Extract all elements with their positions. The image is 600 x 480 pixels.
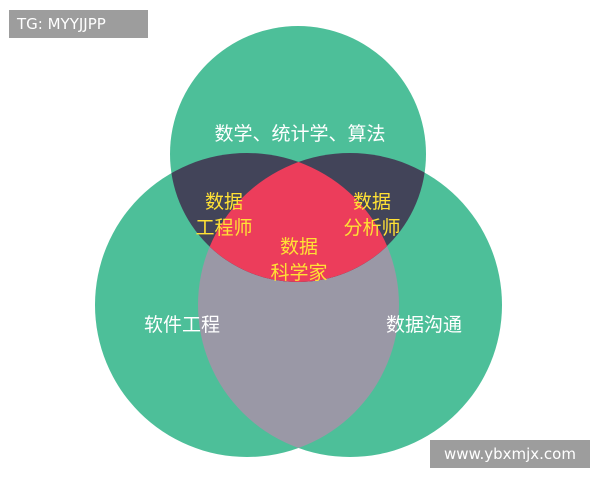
data-scientist-label-line1: 数据 bbox=[280, 236, 318, 258]
top-circle-label: 数学、统计学、算法 bbox=[214, 123, 385, 145]
data-analyst-label-line1: 数据 bbox=[353, 191, 391, 213]
data-analyst-label-line2: 分析师 bbox=[343, 217, 400, 239]
overlap-center bbox=[198, 153, 399, 282]
right-circle-label: 数据沟通 bbox=[386, 314, 462, 336]
data-engineer-label-line1: 数据 bbox=[205, 191, 243, 213]
watermark-top-left: TG: MYYJJPP bbox=[9, 10, 148, 38]
watermark-bottom-right: www.ybxmjx.com bbox=[430, 440, 590, 468]
data-engineer-label-line2: 工程师 bbox=[195, 217, 252, 239]
data-scientist-label-line2: 科学家 bbox=[270, 262, 327, 284]
left-circle-label: 软件工程 bbox=[144, 314, 220, 336]
